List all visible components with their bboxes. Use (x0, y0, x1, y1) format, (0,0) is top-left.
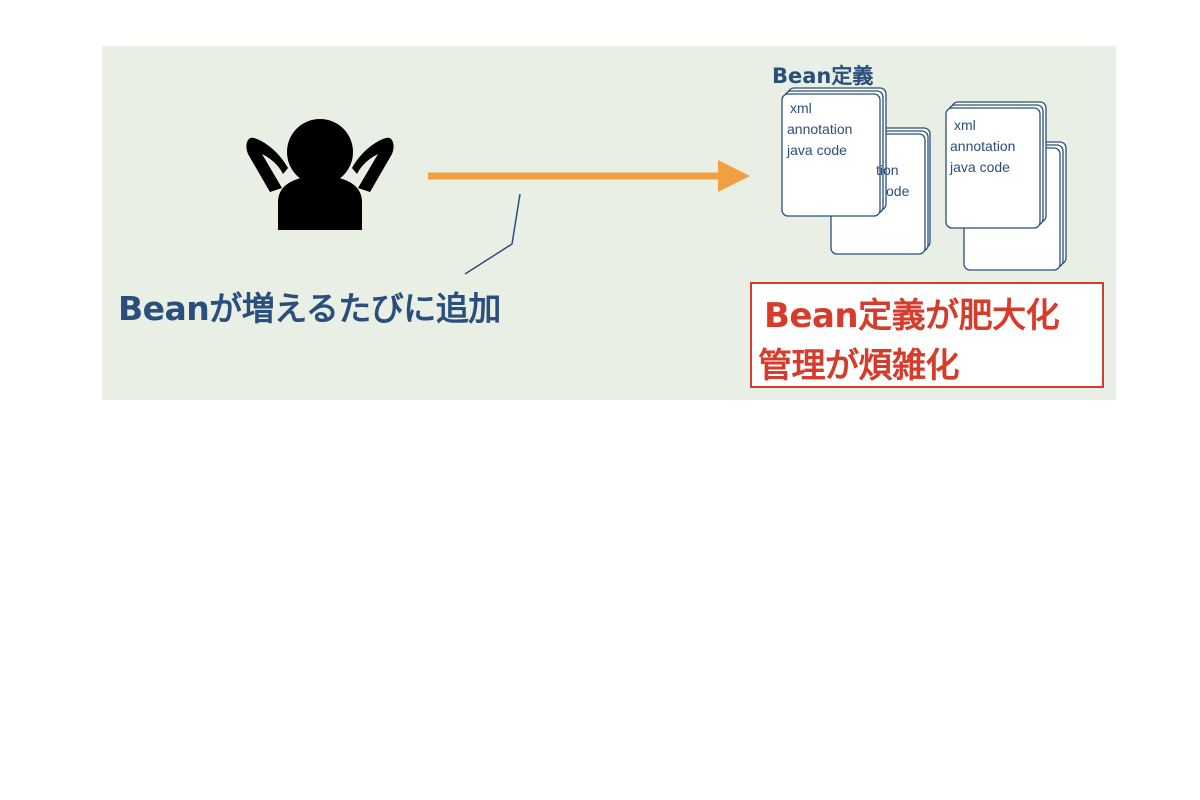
card-b-line-java: java code (950, 159, 1010, 175)
card-b-line-annotation: annotation (950, 138, 1016, 154)
card-a-back-fragment-2: ode (886, 183, 910, 199)
person-relaxing-icon (246, 119, 394, 230)
card-stack-a-front (781, 87, 887, 217)
left-caption: Beanが増えるたびに追加 (118, 289, 501, 328)
right-arrow-icon (428, 160, 750, 192)
card-b-line-xml: xml (954, 117, 976, 133)
card-a-line-annotation: annotation (787, 121, 853, 137)
card-a-line-java: java code (787, 142, 847, 158)
warning-line-1: Bean定義が肥大化 (764, 296, 1060, 336)
card-a-back-fragment-1: tion (876, 162, 899, 178)
warning-box: Bean定義が肥大化 管理が煩雑化 (750, 282, 1104, 388)
card-a-line-xml: xml (790, 100, 812, 116)
stack-title: Bean定義 (772, 64, 874, 88)
callout-line (464, 193, 521, 275)
warning-line-2: 管理が煩雑化 (758, 346, 960, 386)
card-stack-b-front (945, 101, 1047, 229)
